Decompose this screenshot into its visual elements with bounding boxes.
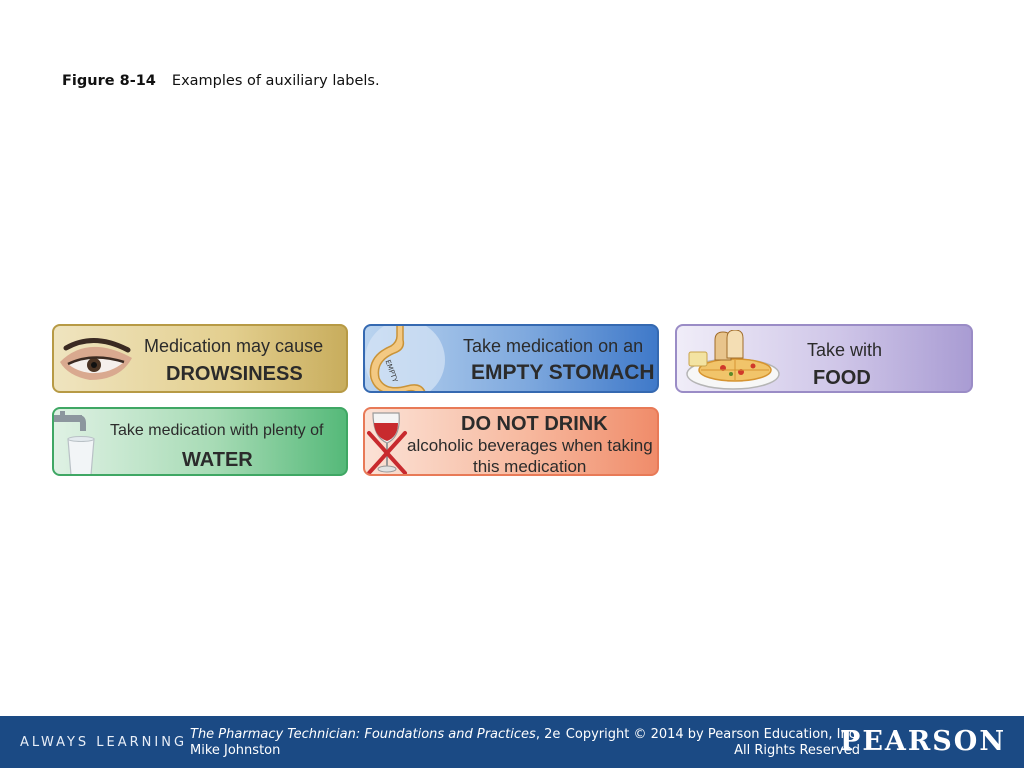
footer-edition: , 2e <box>535 727 561 742</box>
figure-caption: Figure 8-14 Examples of auxiliary labels. <box>62 73 380 89</box>
auxiliary-label-water: Take medication with plenty of WATER <box>52 407 348 476</box>
label-text-line1: Take with <box>807 340 883 360</box>
label-text-line2: WATER <box>182 449 253 471</box>
footer-bar: ALWAYS LEARNING The Pharmacy Technician:… <box>0 716 1024 768</box>
label-text-line2: DROWSINESS <box>166 363 303 385</box>
label-text-line1: Take medication on an <box>463 336 644 356</box>
faucet-glass-icon <box>54 411 95 474</box>
label-text-line2: alcoholic beverages when taking <box>407 436 653 455</box>
figure-number: Figure 8-14 <box>62 73 156 89</box>
label-text-line3: this medication <box>473 457 587 476</box>
pearson-logo: PEARSON <box>840 726 1006 757</box>
figure-caption-text: Examples of auxiliary labels. <box>171 73 380 89</box>
label-text-line2: EMPTY STOMACH <box>471 361 655 384</box>
label-text-line1: Take medication with plenty of <box>110 422 324 439</box>
auxiliary-label-food: Take with FOOD <box>675 324 973 393</box>
footer-book-title: The Pharmacy Technician: Foundations and… <box>190 727 536 742</box>
label-text-line1: DO NOT DRINK <box>461 413 608 435</box>
footer-copyright: Copyright © 2014 by Pearson Education, I… <box>565 727 860 742</box>
stomach-icon: EMPTY <box>365 326 445 391</box>
auxiliary-label-empty-stomach: EMPTY Take medication on an EMPTY STOMAC… <box>363 324 659 393</box>
footer-rights: All Rights Reserved <box>734 743 860 758</box>
label-text-line1: Medication may cause <box>144 336 324 356</box>
auxiliary-label-alcohol: DO NOT DRINK alcoholic beverages when ta… <box>363 407 659 476</box>
auxiliary-label-drowsiness: Medication may cause DROWSINESS <box>52 324 348 393</box>
eye-icon <box>60 337 132 380</box>
footer-author: Mike Johnston <box>190 743 281 758</box>
footer-book-info: The Pharmacy Technician: Foundations and… <box>190 727 560 742</box>
footer-tagline: ALWAYS LEARNING <box>20 735 188 750</box>
label-text-line2: FOOD <box>813 367 871 389</box>
food-plate-icon <box>686 330 780 390</box>
no-wine-icon <box>367 412 407 474</box>
